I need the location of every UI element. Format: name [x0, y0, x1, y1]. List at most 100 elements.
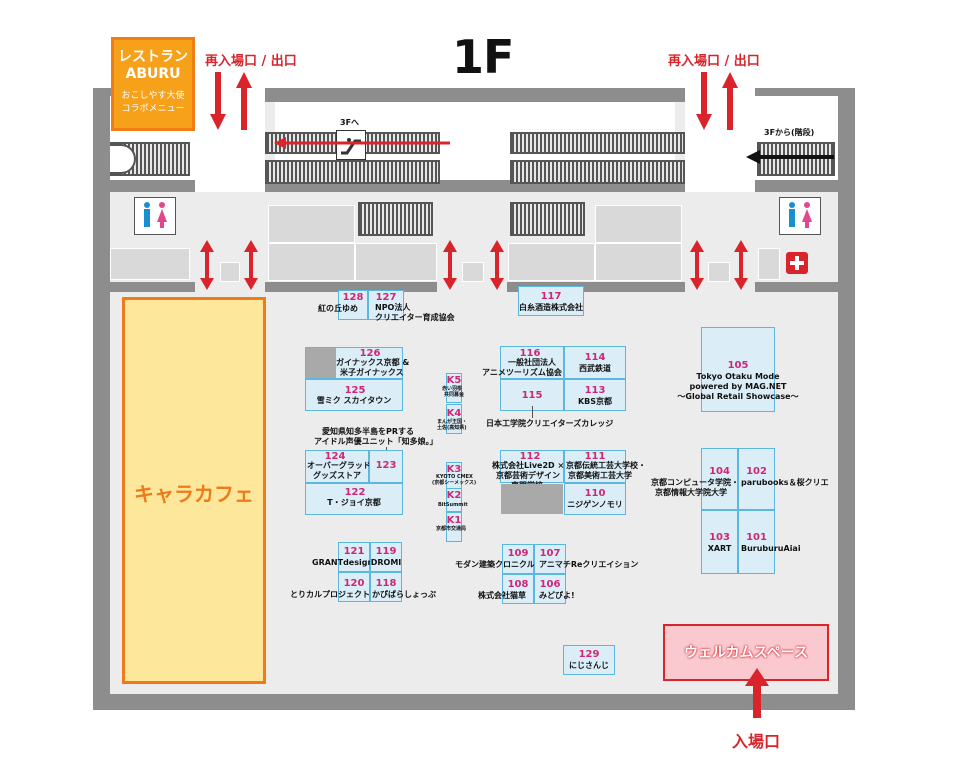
booth-number: 128 — [342, 292, 364, 303]
double-arrow-icon — [443, 240, 457, 290]
booth-name: 京都美術工芸大学 — [568, 471, 632, 480]
welcome-label: ウェルカムスペース — [684, 645, 808, 661]
double-arrow-icon — [490, 240, 504, 290]
booth-101[interactable] — [738, 510, 775, 574]
aichi-label: アイドル声優ユニット「知多娘。」 — [314, 437, 438, 446]
booth-number: 116 — [519, 348, 541, 359]
welcome-space[interactable]: ウェルカムスペース — [663, 624, 829, 681]
booth-k5[interactable] — [446, 373, 462, 403]
booth-name: 土佐(高知県) — [437, 425, 467, 431]
booth-123[interactable] — [369, 450, 403, 483]
arrow-up-icon — [236, 72, 252, 130]
booth-name: parubooks＆桜クリエ — [741, 478, 829, 487]
booth-number: K1 — [446, 515, 462, 526]
booth-111[interactable] — [564, 450, 626, 483]
restaurant-sub: コラボメニュー — [121, 104, 185, 114]
booth-name: ニジゲンノモリ — [567, 500, 623, 509]
arrow-down-icon — [210, 72, 226, 130]
booth-119[interactable] — [370, 542, 402, 572]
double-arrow-icon — [200, 240, 214, 290]
booth-number: K5 — [446, 375, 462, 386]
booth-number: 118 — [375, 578, 397, 589]
booth-name: とりカルプロジェクト — [290, 590, 370, 599]
booth-number: 109 — [507, 548, 529, 559]
booth-name: 白糸酒造株式会社 — [519, 303, 583, 312]
booth-number: 105 — [727, 360, 749, 371]
booth-number: 108 — [507, 579, 529, 590]
booth-112[interactable] — [500, 450, 564, 483]
restroom-icon — [134, 197, 176, 235]
booth-number: 125 — [344, 385, 366, 396]
booth-number: 115 — [521, 390, 543, 401]
booth-109[interactable] — [502, 544, 534, 574]
arrow-up-icon — [745, 668, 769, 718]
booth-name: BitSummit — [438, 502, 468, 508]
booth-number: K2 — [446, 490, 462, 501]
booth-number: 114 — [584, 352, 606, 363]
booth-name: GRANTdesign — [312, 558, 374, 567]
escalator-icon — [336, 130, 366, 160]
booth-number: 110 — [584, 488, 606, 499]
booth-117[interactable] — [518, 286, 584, 316]
booth-name: BuruburuAiai — [741, 544, 801, 553]
booth-113[interactable] — [564, 379, 626, 411]
booth-name: 京都情報大学院大学 — [655, 488, 727, 497]
booth-number: 124 — [324, 451, 346, 462]
booth-number: 117 — [540, 291, 562, 302]
booth-127[interactable] — [368, 290, 404, 320]
arrow-down-icon — [696, 72, 712, 130]
booth-116[interactable] — [500, 346, 564, 379]
booth-114[interactable] — [564, 346, 626, 379]
booth-name: 株式会社猫草 — [478, 591, 526, 600]
escalator — [510, 160, 685, 184]
booth-name: KYOTO CMEX — [436, 474, 473, 480]
booth-name: 〜Global Retail Showcase〜 — [677, 392, 799, 401]
booth-name: アニメツーリズム協会 — [482, 368, 562, 377]
chara-cafe-label: キャラカフェ — [134, 482, 254, 506]
booth-106[interactable] — [534, 574, 566, 604]
restaurant-aburu[interactable]: レストラン ABURU おこしやす大使 コラボメニュー — [111, 37, 195, 131]
booth-number: 127 — [375, 292, 397, 303]
booth-number: K3 — [446, 464, 462, 475]
booth-105[interactable] — [701, 327, 775, 412]
booth-129[interactable] — [563, 645, 615, 675]
booth-107[interactable] — [534, 544, 566, 574]
double-arrow-icon — [690, 240, 704, 290]
nikko-label: 日本工学院クリエイターズカレッジ — [486, 419, 614, 428]
booth-number: 122 — [344, 487, 366, 498]
booth-110[interactable] — [564, 483, 626, 515]
booth-number: 111 — [584, 451, 606, 462]
booth-120[interactable] — [338, 572, 370, 602]
booth-number: 101 — [746, 532, 767, 543]
booth-name: 赤い羽根 — [442, 386, 463, 392]
booth-122[interactable] — [305, 483, 403, 515]
booth-103[interactable] — [701, 510, 738, 574]
booth-104[interactable] — [701, 448, 738, 510]
booth-name: かぴばらしょっぷ — [372, 590, 436, 599]
booth-125[interactable] — [305, 379, 403, 411]
booth-name: アニマチReクリエイション — [539, 560, 639, 569]
booth-128[interactable] — [338, 290, 368, 320]
booth-number: 103 — [709, 532, 730, 543]
chara-cafe[interactable]: キャラカフェ — [122, 297, 266, 684]
booth-number: 106 — [539, 579, 561, 590]
booth-k4[interactable] — [446, 404, 462, 434]
booth-124[interactable] — [305, 450, 369, 483]
arrow-up-icon — [722, 72, 738, 130]
booth-name: NPO法人 — [375, 303, 411, 312]
booth-118[interactable] — [370, 572, 402, 602]
booth-name: KBS京都 — [577, 397, 613, 406]
booth-102[interactable] — [738, 448, 775, 510]
booth-k1[interactable] — [446, 512, 462, 542]
booth-name: (京都シーメックス) — [432, 480, 477, 486]
booth-121[interactable] — [338, 542, 370, 572]
booth-number: 112 — [519, 451, 541, 462]
floor-title: 1F — [452, 30, 514, 84]
booth-name: 紅の丘ゆめ — [318, 304, 358, 313]
double-arrow-icon — [734, 240, 748, 290]
restaurant-sub: おこしやす大使 — [121, 91, 185, 101]
booth-name: 米子ガイナックス — [340, 368, 404, 377]
booth-k2[interactable] — [446, 488, 462, 512]
first-aid-icon — [786, 252, 808, 274]
booth-108[interactable] — [502, 574, 534, 604]
